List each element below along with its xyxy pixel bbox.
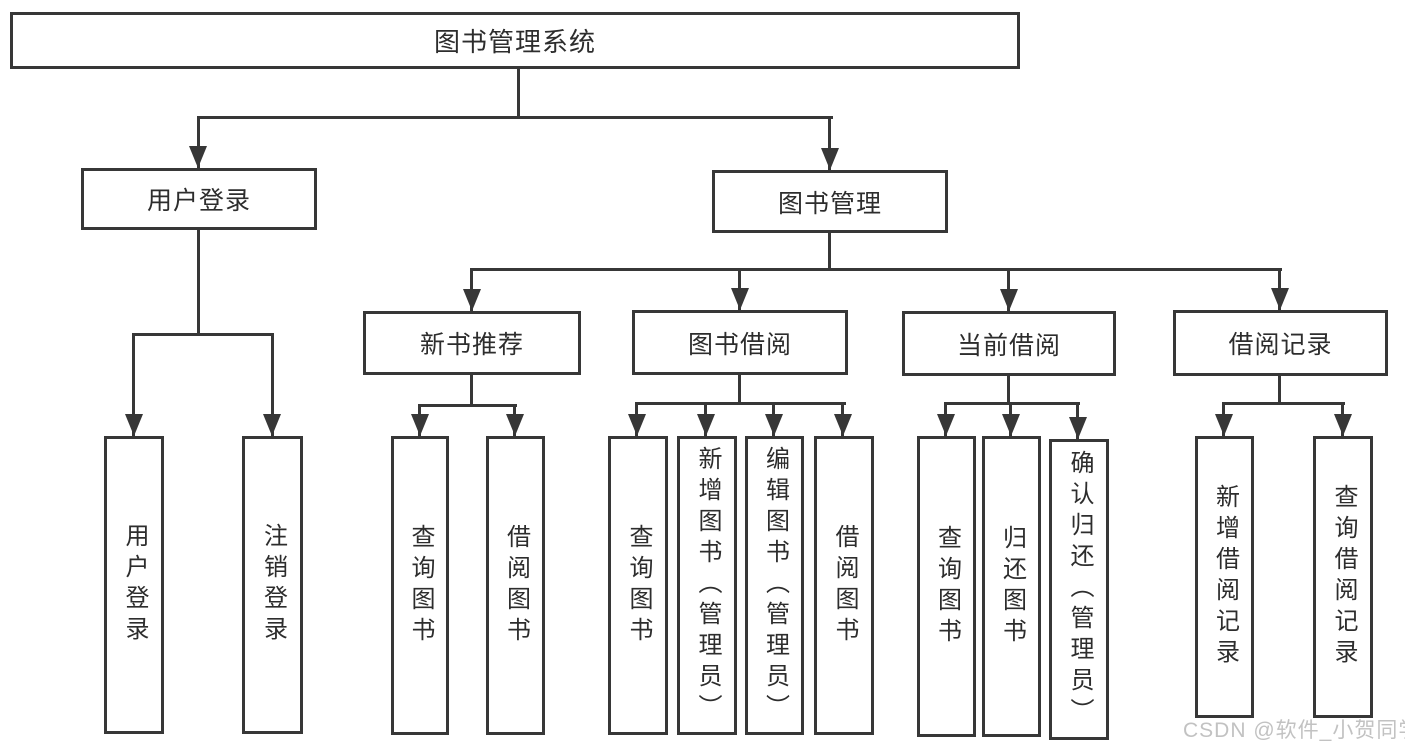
node-label: 新书推荐: [419, 331, 524, 359]
connector-vline: [1278, 375, 1281, 405]
arrow-down-icon: [463, 289, 481, 311]
connector-vline: [517, 68, 520, 119]
connector-hline: [418, 404, 517, 407]
arrow-down-icon: [506, 414, 524, 436]
node-borrow-books: 借阅图书: [814, 436, 874, 735]
node-label: 借阅记录: [1228, 331, 1333, 359]
connector-vline: [271, 333, 274, 436]
connector-vline: [1007, 375, 1010, 405]
arrow-down-icon: [1069, 417, 1087, 439]
node-label: 编辑图书（管理员）: [761, 446, 789, 725]
arrow-down-icon: [1271, 288, 1289, 310]
connector-hline: [132, 333, 274, 336]
node-user-login-leaf: 用户登录: [104, 436, 164, 734]
arrow-down-icon: [834, 414, 852, 436]
node-label: 查询图书: [933, 524, 961, 649]
arrow-down-icon: [1000, 289, 1018, 311]
arrow-down-icon: [263, 414, 281, 436]
node-label: 用户登录: [146, 187, 251, 215]
node-query-borrow-record: 查询借阅记录: [1313, 436, 1373, 718]
node-label: 注销登录: [259, 523, 287, 647]
node-query-books: 查询图书: [917, 436, 976, 737]
node-logout-leaf: 注销登录: [242, 436, 303, 734]
arrow-down-icon: [125, 414, 143, 436]
connector-hline: [944, 402, 1080, 405]
arrow-down-icon: [1215, 414, 1233, 436]
node-label: 确认归还（管理员）: [1066, 450, 1093, 729]
connector-vline: [197, 229, 200, 336]
arrow-down-icon: [731, 288, 749, 310]
node-add-borrow-record: 新增借阅记录: [1195, 436, 1254, 718]
node-label: 新增借阅记录: [1211, 484, 1239, 670]
node-label: 查询借阅记录: [1330, 484, 1357, 670]
node-book-borrowing: 图书借阅: [632, 310, 848, 375]
arrow-down-icon: [821, 148, 839, 170]
node-label: 查询图书: [625, 523, 652, 648]
arrow-down-icon: [189, 146, 207, 168]
arrow-down-icon: [628, 414, 646, 436]
arrow-down-icon: [765, 414, 783, 436]
node-return-books: 归还图书: [982, 436, 1041, 737]
node-label: 用户登录: [121, 523, 148, 647]
node-current-borrowing: 当前借阅: [902, 311, 1116, 376]
connector-hline: [635, 402, 846, 405]
connector-vline: [828, 232, 831, 271]
connector-hline: [470, 268, 1282, 271]
node-label: 图书借阅: [687, 330, 792, 359]
node-label: 借阅图书: [831, 523, 858, 648]
arrow-down-icon: [1334, 414, 1352, 436]
arrow-down-icon: [697, 414, 715, 436]
csdn-watermark: CSDN @软件_小贺同学: [1183, 719, 1405, 742]
node-label: 当前借阅: [956, 331, 1061, 360]
node-query-books: 查询图书: [391, 436, 449, 735]
node-new-book-recommend: 新书推荐: [363, 311, 581, 375]
arrow-down-icon: [937, 414, 955, 436]
node-confirm-return-admin: 确认归还（管理员）: [1049, 439, 1109, 740]
connector-vline: [828, 116, 831, 172]
node-library-system: 图书管理系统: [10, 12, 1020, 69]
node-label: 图书管理: [777, 189, 882, 218]
node-query-books: 查询图书: [608, 436, 668, 735]
node-label: 新增图书（管理员）: [694, 446, 721, 725]
arrow-down-icon: [411, 414, 429, 436]
node-label: 借阅图书: [502, 523, 530, 648]
connector-hline: [197, 116, 833, 119]
node-label: 归还图书: [998, 524, 1026, 649]
node-add-books-admin: 新增图书（管理员）: [677, 436, 737, 735]
node-book-management: 图书管理: [712, 170, 948, 233]
node-label: 查询图书: [407, 523, 434, 648]
node-borrow-books: 借阅图书: [486, 436, 545, 735]
node-edit-books-admin: 编辑图书（管理员）: [745, 436, 804, 735]
node-user-login: 用户登录: [81, 168, 317, 230]
connector-vline: [132, 333, 135, 436]
connector-hline: [1222, 402, 1345, 405]
connector-vline: [470, 374, 473, 407]
arrow-down-icon: [1002, 414, 1020, 436]
connector-vline: [197, 116, 200, 168]
connector-vline: [738, 374, 741, 405]
node-borrowing-records: 借阅记录: [1173, 310, 1388, 376]
node-label: 图书管理系统: [433, 27, 596, 57]
